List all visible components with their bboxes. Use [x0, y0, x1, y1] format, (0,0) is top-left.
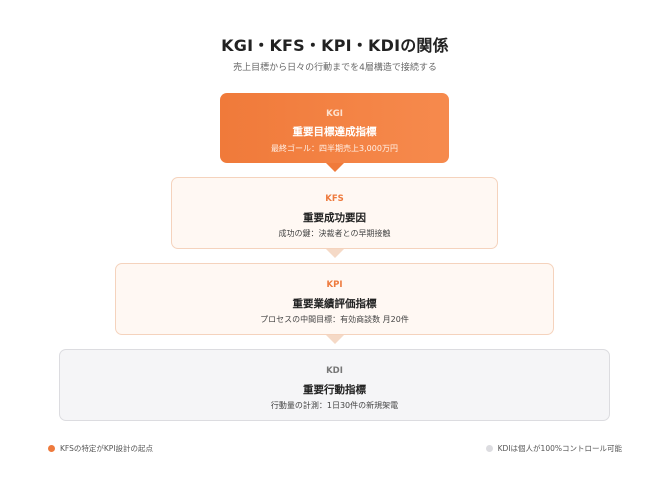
- level-name: 重要業績評価指標: [292, 298, 377, 310]
- level-box-kgi: KGI 重要目標達成指標 最終ゴール：四半期売上3,000万円: [220, 93, 449, 163]
- level-box-kfs: KFS 重要成功要因 成功の鍵：決裁者との早期接触: [171, 177, 498, 249]
- level-name: 重要成功要因: [303, 212, 366, 224]
- legend-item-kdi: KDIは個人が100%コントロール可能: [485, 443, 622, 454]
- legend-item-kfs: KFSの特定がKPI設計の起点: [48, 443, 153, 454]
- legend-label: KDIは個人が100%コントロール可能: [497, 444, 622, 453]
- level-code: KDI: [326, 366, 343, 376]
- level-name: 重要目標達成指標: [292, 126, 377, 138]
- level-code: KFS: [325, 194, 344, 204]
- level-description: プロセスの中間目標：有効商談数 月20件: [260, 315, 409, 324]
- level-box-kdi: KDI 重要行動指標 行動量の計測：1日30件の新規架電: [59, 349, 610, 421]
- level-box-kpi: KPI 重要業績評価指標 プロセスの中間目標：有効商談数 月20件: [115, 263, 554, 335]
- level-name: 重要行動指標: [303, 384, 366, 396]
- level-description: 成功の鍵：決裁者との早期接触: [278, 229, 391, 238]
- legend-label: KFSの特定がKPI設計の起点: [60, 444, 154, 453]
- down-arrow-icon: [326, 335, 344, 344]
- level-description: 行動量の計測：1日30件の新規架電: [270, 401, 399, 410]
- down-arrow-icon: [326, 163, 344, 172]
- diagram-title: KGI・KFS・KPI・KDIの関係: [221, 36, 449, 55]
- level-description: 最終ゴール：四半期売上3,000万円: [271, 144, 398, 153]
- down-arrow-icon: [326, 249, 344, 258]
- gray-dot-icon: [485, 444, 493, 452]
- diagram-subtitle: 売上目標から日々の行動までを4層構造で接続する: [233, 63, 437, 73]
- level-code: KGI: [326, 109, 343, 119]
- orange-dot-icon: [48, 444, 55, 452]
- level-code: KPI: [326, 280, 343, 290]
